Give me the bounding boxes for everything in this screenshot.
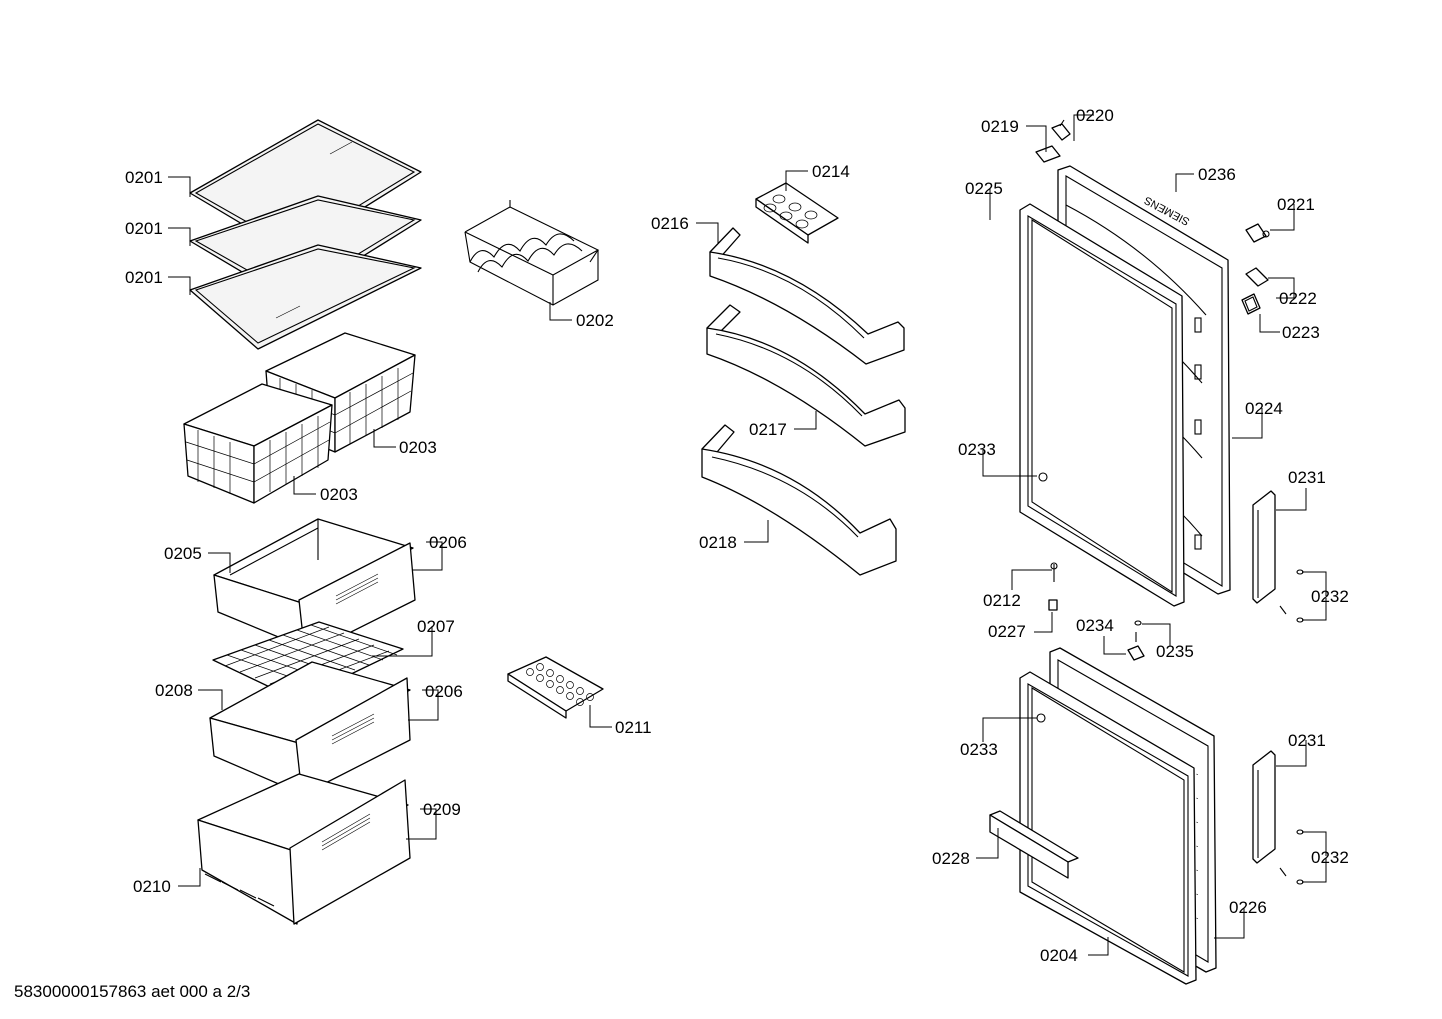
label-0201-top: 0201 — [125, 168, 163, 187]
label-0203-rear: 0203 — [399, 438, 437, 457]
screws-0232-upper — [1279, 569, 1304, 623]
hinge-cover-0219 — [1035, 145, 1061, 163]
part-number-labels: 0201 0201 0201 0202 0203 0203 0205 0206 … — [125, 106, 1349, 965]
leader-lines — [168, 114, 1327, 956]
label-0218: 0218 — [699, 533, 737, 552]
label-0205: 0205 — [164, 544, 202, 563]
label-0208: 0208 — [155, 681, 193, 700]
label-0211: 0211 — [615, 718, 652, 737]
hinge-pin-0234 — [1127, 632, 1145, 661]
label-0235: 0235 — [1156, 642, 1194, 661]
handle-0231-upper — [1252, 490, 1276, 604]
label-0228: 0228 — [932, 849, 970, 868]
handle-0231-lower — [1252, 750, 1276, 864]
label-0231-lower: 0231 — [1288, 731, 1326, 750]
label-0206-upper: 0206 — [429, 533, 467, 552]
freezer-drawer-0209 — [197, 773, 411, 925]
label-0225: 0225 — [965, 179, 1003, 198]
door-shelf-0218 — [701, 424, 897, 576]
door-gasket-0204 — [1019, 671, 1197, 985]
label-0207: 0207 — [417, 617, 455, 636]
hinge-part-0221 — [1245, 223, 1270, 243]
label-0227: 0227 — [988, 622, 1026, 641]
label-0222: 0222 — [1279, 289, 1317, 308]
label-0216: 0216 — [651, 214, 689, 233]
label-0203-front: 0203 — [320, 485, 358, 504]
drawer-0206-lower — [209, 661, 411, 796]
label-0234: 0234 — [1076, 616, 1114, 635]
label-0223: 0223 — [1282, 323, 1320, 342]
label-0214: 0214 — [812, 162, 850, 181]
label-0226: 0226 — [1229, 898, 1267, 917]
flap-0228 — [989, 810, 1079, 879]
label-0219: 0219 — [981, 117, 1019, 136]
label-0233-lower: 0233 — [960, 740, 998, 759]
label-0233-upper: 0233 — [958, 440, 996, 459]
ice-tray-0211 — [507, 656, 604, 719]
label-0212: 0212 — [983, 591, 1021, 610]
plug-0227 — [1048, 599, 1058, 611]
label-0206-lower: 0206 — [425, 682, 463, 701]
screws-0232-lower — [1279, 829, 1304, 885]
label-0232-upper: 0232 — [1311, 587, 1349, 606]
door-shelf-0217 — [706, 304, 906, 447]
washer-0235 — [1134, 620, 1142, 626]
label-0236: 0236 — [1198, 165, 1236, 184]
egg-tray-0214 — [755, 182, 839, 244]
label-0220: 0220 — [1076, 106, 1114, 125]
label-0210: 0210 — [133, 877, 171, 896]
basket-0203-front — [183, 383, 333, 504]
bottle-rack-0202 — [464, 200, 600, 306]
door-shelf-0216 — [709, 227, 905, 365]
label-0217: 0217 — [749, 420, 787, 439]
document-reference-footer: 58300000157863 aet 000 a 2/3 — [14, 982, 251, 1001]
seal-0223 — [1241, 293, 1261, 315]
label-0204: 0204 — [1040, 946, 1078, 965]
label-0224: 0224 — [1245, 399, 1283, 418]
label-0209: 0209 — [423, 800, 461, 819]
screw-0212 — [1050, 562, 1058, 582]
label-0221: 0221 — [1277, 195, 1315, 214]
label-0201-bottom: 0201 — [125, 268, 163, 287]
label-0232-lower: 0232 — [1311, 848, 1349, 867]
hinge-0220 — [1051, 119, 1071, 141]
label-0202: 0202 — [576, 311, 614, 330]
door-gasket-0225 — [1019, 203, 1185, 607]
hinge-part-0222 — [1245, 267, 1269, 287]
label-0201-middle: 0201 — [125, 219, 163, 238]
label-0231-upper: 0231 — [1288, 468, 1326, 487]
glass-shelf-0201-bottom — [189, 244, 422, 350]
